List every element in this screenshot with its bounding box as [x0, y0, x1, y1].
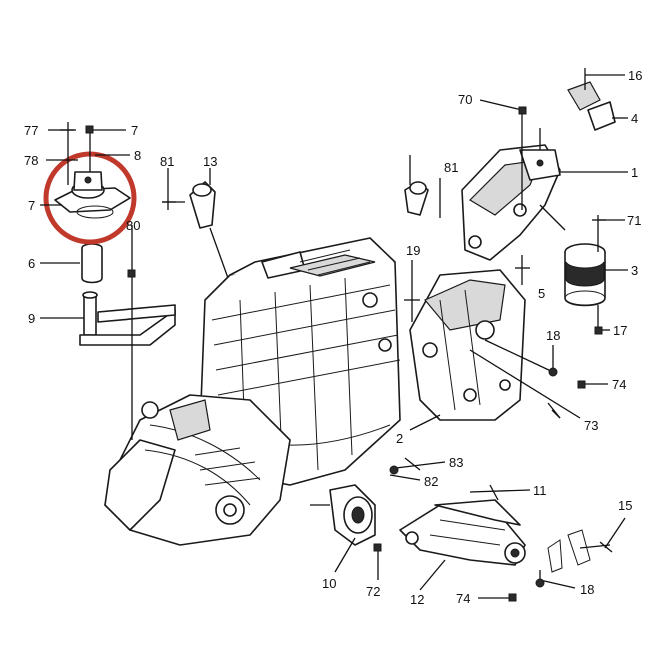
label-8: 8 [134, 148, 141, 163]
gearbox [104, 394, 291, 546]
label-11: 11 [533, 483, 547, 498]
small-bracket-13 [189, 181, 216, 229]
label-18-lower: 18 [580, 582, 594, 597]
label-73: 73 [584, 418, 598, 433]
mount-bracket-1 [461, 144, 561, 261]
label-2: 2 [396, 431, 403, 446]
label-18-upper: 18 [546, 328, 560, 343]
engine-mount-7 [54, 171, 131, 219]
label-4: 4 [631, 111, 638, 126]
cross-marker-icon [60, 129, 613, 553]
label-6: 6 [28, 256, 35, 271]
mount-10 [329, 484, 376, 546]
label-7-left: 7 [28, 198, 35, 213]
label-83: 83 [449, 455, 463, 470]
rubber-mount-3 [564, 243, 606, 307]
label-3: 3 [631, 263, 638, 278]
label-17: 17 [613, 323, 627, 338]
label-16: 16 [628, 68, 642, 83]
label-12: 12 [410, 592, 424, 607]
label-13: 13 [203, 154, 217, 169]
label-78: 78 [24, 153, 38, 168]
label-71: 71 [627, 213, 641, 228]
bracket-plate-9 [79, 291, 176, 346]
label-80: 80 [126, 218, 140, 233]
dot-marker-icon [389, 367, 558, 588]
label-9: 9 [28, 311, 35, 326]
bushing-6 [81, 243, 103, 284]
engine-bracket-2 [409, 269, 526, 421]
label-7-top: 7 [131, 123, 138, 138]
label-5: 5 [538, 286, 545, 301]
label-74-upper: 74 [612, 377, 626, 392]
label-81-left: 81 [160, 154, 174, 169]
small-bracket-81 [404, 181, 429, 216]
clips-15 [547, 529, 591, 573]
torque-arm-12 [399, 499, 526, 566]
square-marker-icon [85, 106, 603, 602]
label-77: 77 [24, 123, 38, 138]
label-81-right: 81 [444, 160, 458, 175]
label-19: 19 [406, 243, 420, 258]
bracket-part-4 [567, 81, 616, 131]
label-70: 70 [458, 92, 472, 107]
label-10: 10 [322, 576, 336, 591]
label-82: 82 [424, 474, 438, 489]
label-72: 72 [366, 584, 380, 599]
label-74-lower: 74 [456, 591, 470, 606]
label-15: 15 [618, 498, 632, 513]
label-1: 1 [631, 165, 638, 180]
part-labels: 77 7 78 8 7 81 13 6 80 9 70 16 4 1 81 71… [24, 68, 642, 607]
